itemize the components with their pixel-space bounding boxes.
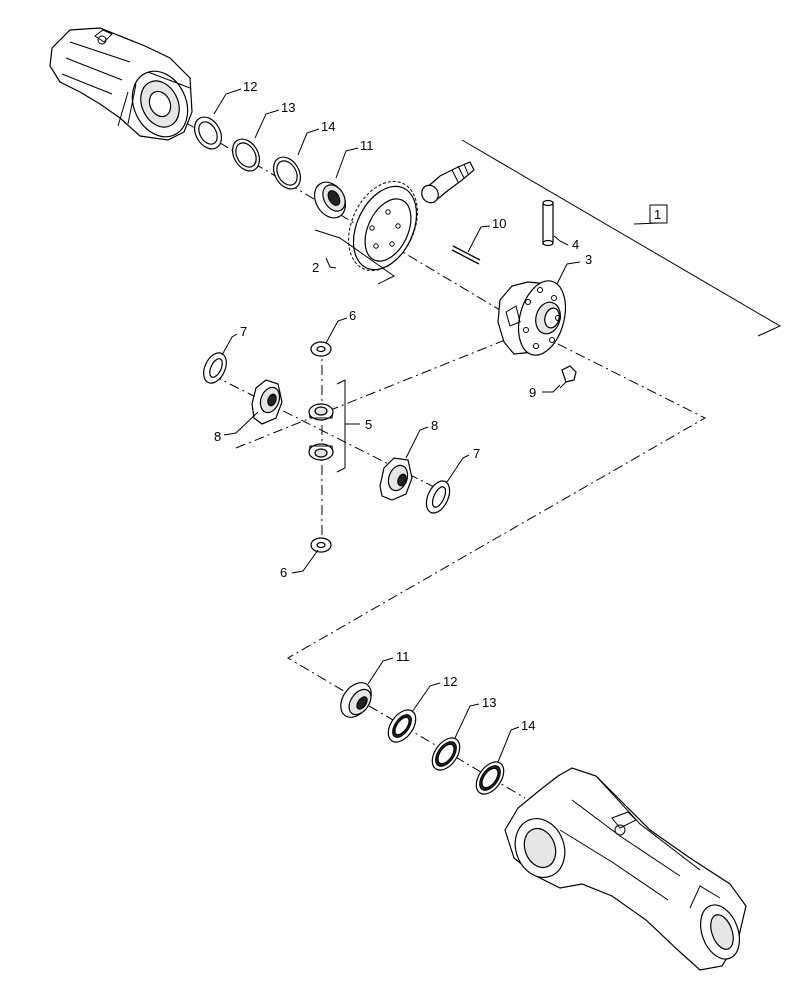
washer-6-bottom — [310, 537, 332, 553]
callout-4: 4 — [572, 237, 579, 252]
ring-12-upper — [193, 116, 223, 150]
callout-10: 10 — [492, 216, 506, 231]
callout-7-left: 7 — [240, 324, 247, 339]
pinion-shaft — [421, 161, 475, 204]
side-gear-8-left — [251, 379, 283, 425]
callout-1: 1 — [654, 207, 661, 222]
ring-13-upper — [231, 138, 261, 172]
bearing-11-lower — [340, 682, 372, 718]
callout-2: 2 — [312, 260, 319, 275]
callout-3: 3 — [585, 252, 592, 267]
callout-9: 9 — [529, 385, 536, 400]
callout-6-bottom: 6 — [280, 565, 287, 580]
pinion-gear-5-bottom — [308, 443, 334, 461]
washer-6-top — [310, 341, 332, 357]
ring-13-lower — [431, 737, 461, 771]
callout-13-bottom: 13 — [482, 695, 496, 710]
assembly-bracket-1 — [461, 139, 782, 337]
thrust-washer-7-right — [425, 480, 451, 514]
bracket-2 — [314, 229, 395, 285]
axle-housing-lower — [504, 767, 747, 971]
differential-case — [497, 280, 567, 356]
thrust-washer-7-left — [203, 352, 227, 384]
pinion-gear-5-top — [308, 403, 334, 421]
ring-14-lower — [475, 761, 505, 795]
callout-12-top: 12 — [243, 79, 257, 94]
ring-gear — [348, 180, 418, 272]
centerlines — [167, 111, 707, 799]
ring-14-upper — [272, 156, 302, 190]
bearing-11-upper — [313, 181, 347, 219]
callout-5: 5 — [365, 417, 372, 432]
axle-housing-upper — [49, 27, 193, 141]
callout-6-top: 6 — [349, 308, 356, 323]
callout-14-bottom: 14 — [521, 718, 535, 733]
pin-10 — [451, 245, 481, 265]
side-gear-8-right — [379, 457, 413, 501]
bolt-9 — [559, 365, 577, 389]
callout-11-bottom: 11 — [396, 649, 410, 664]
leader-lines — [213, 88, 581, 763]
pin-4 — [542, 199, 554, 247]
callout-14-top: 14 — [321, 119, 335, 134]
ring-12-lower — [387, 709, 417, 743]
callout-7-right: 7 — [473, 446, 480, 461]
callout-11-top: 11 — [360, 138, 374, 153]
callout-12-bottom: 12 — [443, 674, 457, 689]
callout-8-right: 8 — [431, 418, 438, 433]
callout-13-top: 13 — [281, 100, 295, 115]
callout-8-left: 8 — [214, 429, 221, 444]
callout-labels: 12 13 14 11 1 10 4 3 2 6 7 9 5 8 8 7 6 1… — [214, 79, 661, 733]
bracket-5 — [336, 379, 360, 473]
